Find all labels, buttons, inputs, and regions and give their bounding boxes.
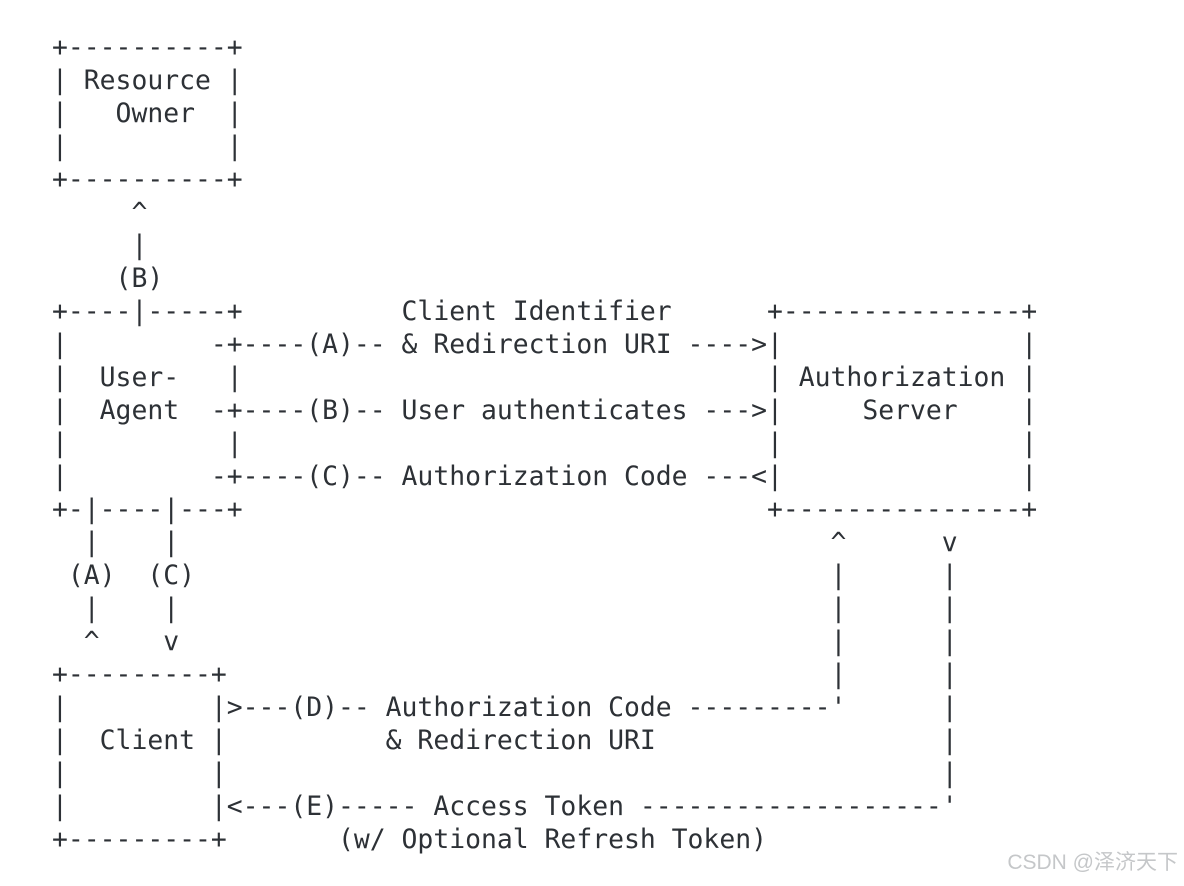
csdn-watermark: CSDN @泽济天下 [1007, 851, 1178, 874]
oauth-authorization-code-flow-ascii-diagram: +----------+ | Resource | | Owner | | | … [52, 32, 1038, 855]
